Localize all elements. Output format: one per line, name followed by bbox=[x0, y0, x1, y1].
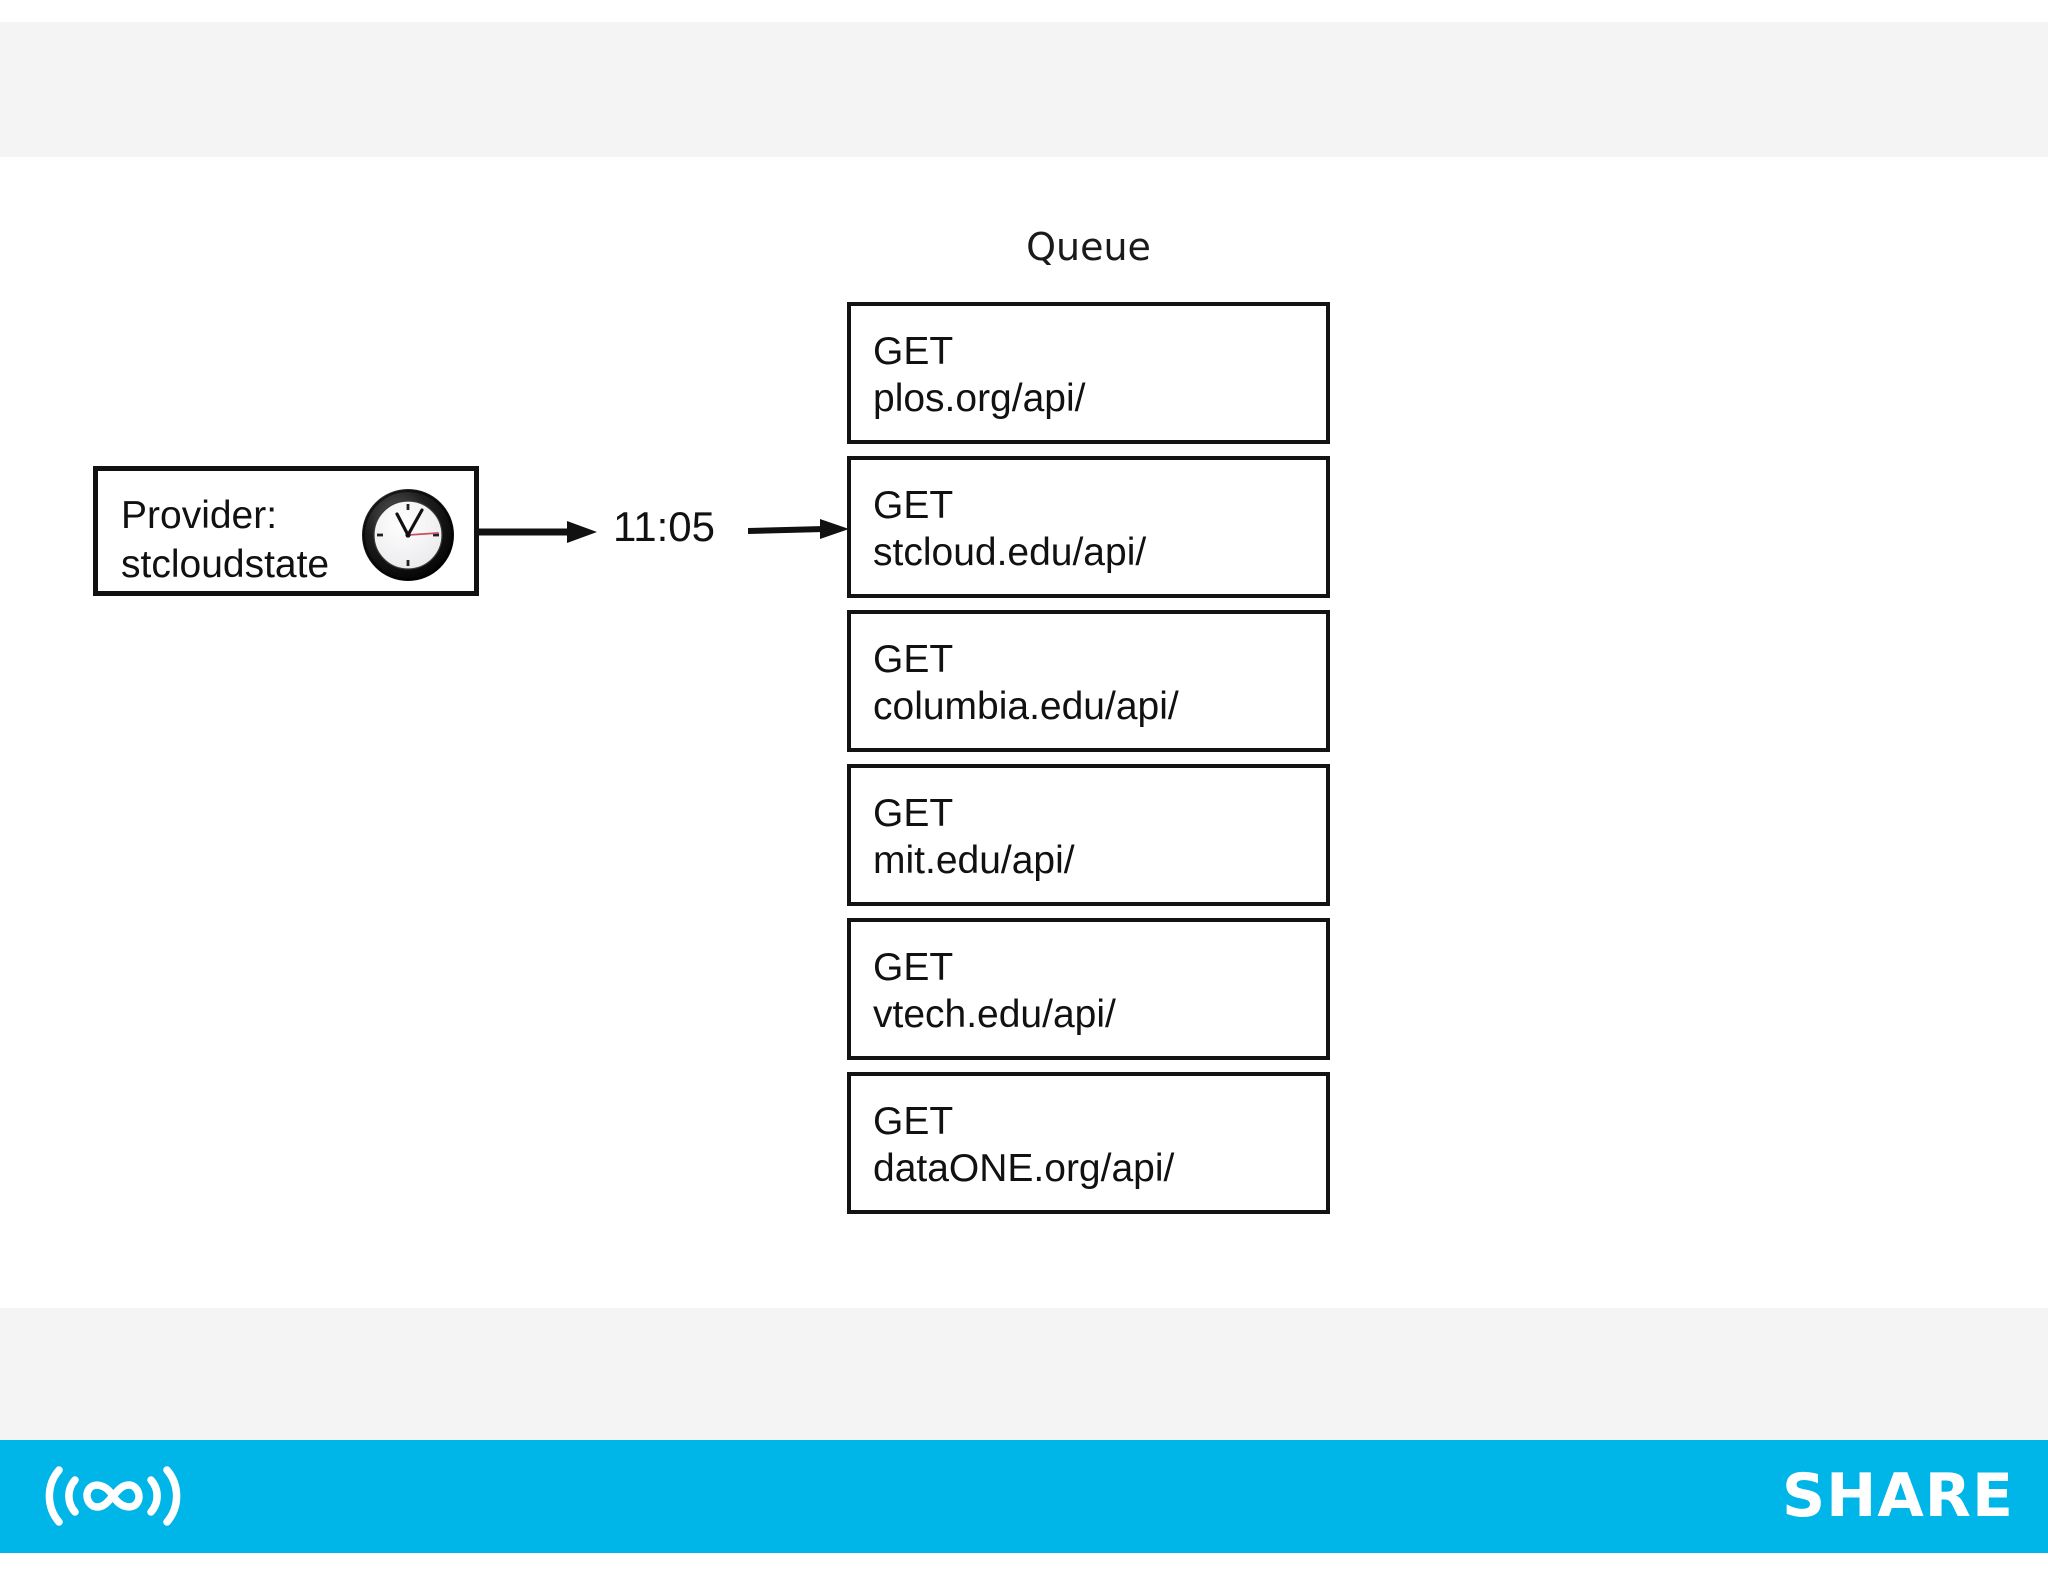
share-infinity-broadcast-logo-icon bbox=[33, 1452, 193, 1540]
queue-item-url: plos.org/api/ bbox=[873, 377, 1086, 420]
queue-item-method: GET bbox=[873, 946, 954, 989]
queue-item-method: GET bbox=[873, 1100, 954, 1143]
arrow-provider-to-time bbox=[479, 520, 599, 544]
share-wordmark: SHARE bbox=[1781, 1461, 2014, 1531]
analog-clock-icon bbox=[356, 483, 460, 587]
queue-item-method: GET bbox=[873, 638, 954, 681]
provider-node: Provider: stcloudstate bbox=[93, 466, 479, 596]
queue-item-method: GET bbox=[873, 330, 954, 373]
queue-title: Queue bbox=[1026, 225, 1151, 269]
provider-label-line2: stcloudstate bbox=[121, 543, 330, 586]
slide-bottom-band bbox=[0, 1308, 2048, 1440]
queue-item-url: mit.edu/api/ bbox=[873, 839, 1075, 882]
queue-item-method: GET bbox=[873, 484, 954, 527]
arrow-time-to-queue bbox=[748, 517, 850, 541]
queue-item-method: GET bbox=[873, 792, 954, 835]
slide-top-band bbox=[0, 22, 2048, 157]
queue-item-url: stcloud.edu/api/ bbox=[873, 531, 1147, 574]
queue-item: GET dataONE.org/api/ bbox=[847, 1072, 1330, 1214]
time-label: 11:05 bbox=[613, 503, 715, 550]
provider-node-label: Provider: stcloudstate bbox=[121, 491, 329, 589]
queue-item: GET vtech.edu/api/ bbox=[847, 918, 1330, 1060]
queue-item-url: vtech.edu/api/ bbox=[873, 993, 1116, 1036]
queue-item-url: columbia.edu/api/ bbox=[873, 685, 1179, 728]
queue-item: GET stcloud.edu/api/ bbox=[847, 456, 1330, 598]
footer-bar bbox=[0, 1440, 2048, 1553]
queue-item: GET columbia.edu/api/ bbox=[847, 610, 1330, 752]
queue-item: GET mit.edu/api/ bbox=[847, 764, 1330, 906]
queue-stack: GET plos.org/api/ GET stcloud.edu/api/ G… bbox=[847, 302, 1330, 1226]
provider-label-line1: Provider: bbox=[121, 494, 278, 537]
queue-item-url: dataONE.org/api/ bbox=[873, 1147, 1175, 1190]
queue-item: GET plos.org/api/ bbox=[847, 302, 1330, 444]
